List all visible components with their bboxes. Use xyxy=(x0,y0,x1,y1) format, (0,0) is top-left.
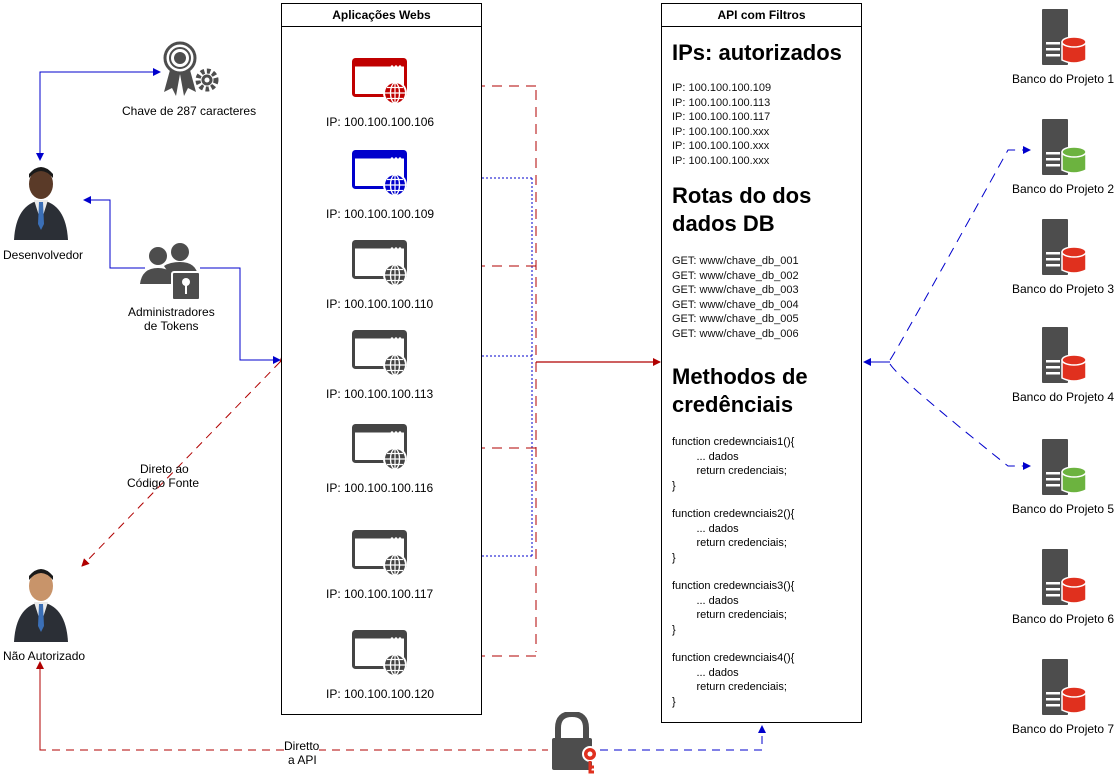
web-app-ip-label: IP: 100.100.100.116 xyxy=(326,481,434,495)
web-app-ip-label: IP: 100.100.100.109 xyxy=(326,207,435,221)
database-label: Banco do Projeto 5 xyxy=(1012,502,1114,516)
database-label: Banco do Projeto 2 xyxy=(1012,182,1114,196)
database-label: Banco do Projeto 1 xyxy=(1012,72,1114,86)
ip-line-5: IP: 100.100.100.xxx xyxy=(672,140,770,152)
web-app-globe-icon xyxy=(352,424,410,472)
ip-line-2: IP: 100.100.100.113 xyxy=(672,96,771,109)
ip-line-3: IP: 100.100.100.117 xyxy=(672,111,771,123)
api-direct-label-1: Diretto xyxy=(284,739,320,753)
direct-source-line xyxy=(81,354,288,567)
direct-label-1: Direto ao xyxy=(140,462,189,476)
database-label: Banco do Projeto 3 xyxy=(1012,282,1114,296)
database-label: Banco do Projeto 4 xyxy=(1012,390,1114,404)
apps-panel-title: Aplicações Webs xyxy=(282,4,481,27)
ip-line-6: IP: 100.100.100.xxx xyxy=(672,154,770,167)
database-server-icon xyxy=(1040,118,1088,176)
api-panel: API com Filtros IPs: autorizados IP: 100… xyxy=(661,3,862,723)
web-app-globe-icon xyxy=(352,330,410,378)
admins-label-2: de Tokens xyxy=(144,319,199,333)
web-app-ip-label: IP: 100.100.100.120 xyxy=(326,687,435,701)
api-panel-title: API com Filtros xyxy=(662,4,861,27)
direct-api-line-blue xyxy=(600,725,766,751)
db2-line xyxy=(889,146,1031,361)
routes-heading-1: Rotas do dos xyxy=(672,183,812,208)
web-app-globe-icon xyxy=(352,150,410,198)
database-server-icon xyxy=(1040,658,1088,716)
developer-label: Desenvolvedor xyxy=(3,248,84,262)
developer-avatar-icon xyxy=(12,160,70,240)
admin-dev-line xyxy=(83,196,145,269)
direct-label-2: Código Fonte xyxy=(127,476,200,490)
web-app-ip-label: IP: 100.100.100.113 xyxy=(326,387,434,401)
route-line-1: GET: www/chave_db_001 xyxy=(672,255,799,267)
route-line-2: GET: www/chave_db_002 xyxy=(672,269,799,282)
database-label: Banco do Projeto 6 xyxy=(1012,612,1114,626)
route-line-6: GET: www/chave_db_006 xyxy=(672,327,799,340)
cert-label: Chave de 287 caracteres xyxy=(122,104,257,118)
route-line-4: GET: www/chave_db_004 xyxy=(672,298,799,311)
database-label: Banco do Projeto 7 xyxy=(1012,722,1114,736)
methods-heading-1: Methodos de xyxy=(672,364,808,389)
web-app-ip-label: IP: 100.100.100.117 xyxy=(326,587,434,601)
web-app-globe-icon xyxy=(352,530,410,578)
database-server-icon xyxy=(1040,218,1088,276)
unauthorized-avatar-icon xyxy=(12,562,70,642)
database-server-icon xyxy=(1040,438,1088,496)
db5-line xyxy=(889,363,1031,470)
lock-key-icon xyxy=(550,712,602,774)
function-block-2: function credewnciais2(){ ... dados retu… xyxy=(672,508,795,564)
routes-heading-2: dados DB xyxy=(672,211,775,236)
function-block-3: function credewnciais3(){ ... dados retu… xyxy=(672,580,795,636)
web-app-globe-icon xyxy=(352,58,410,106)
unauth-label: Não Autorizado xyxy=(3,649,86,663)
route-line-3: GET: www/chave_db_003 xyxy=(672,284,799,296)
database-server-icon xyxy=(1040,326,1088,384)
database-server-icon xyxy=(1040,8,1088,66)
function-block-4: function credewnciais4(){ ... dados retu… xyxy=(672,652,795,708)
web-app-globe-icon xyxy=(352,630,410,678)
route-line-5: GET: www/chave_db_005 xyxy=(672,313,799,325)
web-app-ip-label: IP: 100.100.100.110 xyxy=(326,297,434,311)
database-server-icon xyxy=(1040,548,1088,606)
ip-line-1: IP: 100.100.100.109 xyxy=(672,82,772,94)
web-app-ip-label: IP: 100.100.100.106 xyxy=(326,115,435,129)
function-block-1: function credewnciais1(){ ... dados retu… xyxy=(672,436,795,492)
certificate-gear-icon xyxy=(162,40,224,100)
ip-line-4: IP: 100.100.100.xxx xyxy=(672,125,770,138)
methods-heading-2: credênciais xyxy=(672,392,794,417)
admins-label-1: Administradores xyxy=(128,305,215,319)
ips-heading: IPs: autorizados xyxy=(672,40,842,65)
web-app-globe-icon xyxy=(352,240,410,288)
api-direct-label-2: a API xyxy=(288,753,317,767)
admins-icon xyxy=(140,240,204,302)
